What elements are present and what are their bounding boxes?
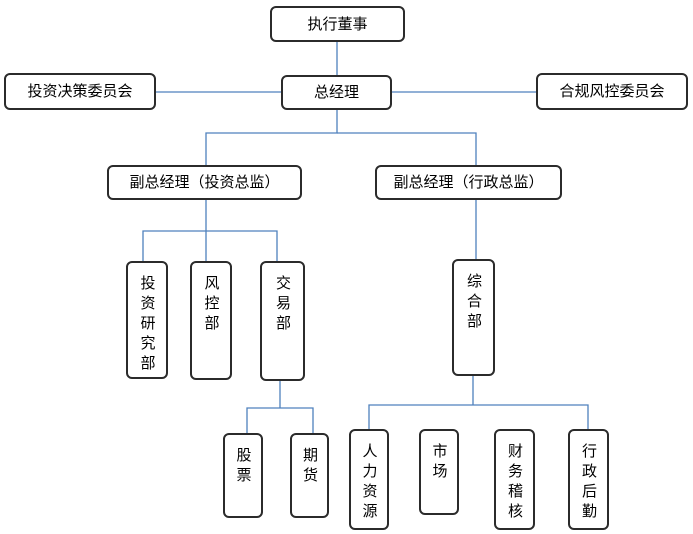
ceo-label: 总经理: [313, 83, 359, 101]
research-dept-node: 投资研究部: [126, 261, 168, 379]
logistics-team-node: 行政后勤: [568, 429, 609, 530]
general-dept-label: 综合部: [465, 273, 483, 333]
general-dept-node: 综合部: [452, 259, 495, 376]
hr-team-label: 人力资源: [360, 443, 379, 523]
futures-team-label: 期货: [301, 447, 319, 487]
research-dept-label: 投资研究部: [138, 275, 157, 375]
stocks-team-label: 股票: [234, 447, 253, 487]
market-team-label: 市场: [430, 443, 449, 483]
vp-admin-node: 副总经理（行政总监）: [375, 165, 562, 200]
finance-team-label: 财务稽核: [506, 443, 524, 523]
vp-investment-label: 副总经理（投资总监）: [129, 173, 280, 191]
risk-dept-label: 风控部: [202, 275, 221, 335]
trading-dept-node: 交易部: [260, 261, 305, 381]
futures-team-node: 期货: [290, 433, 329, 518]
board-label: 执行董事: [307, 14, 368, 33]
logistics-team-label: 行政后勤: [580, 443, 598, 523]
hr-team-node: 人力资源: [349, 429, 389, 530]
trading-dept-label: 交易部: [274, 275, 292, 335]
risk-committee-label: 合规风控委员会: [559, 82, 665, 100]
investment-committee-label: 投资决策委员会: [27, 82, 133, 100]
risk-committee-node: 合规风控委员会: [536, 73, 688, 110]
investment-committee-node: 投资决策委员会: [4, 73, 156, 110]
market-team-node: 市场: [419, 429, 459, 515]
finance-team-node: 财务稽核: [494, 429, 535, 530]
board-node: 执行董事: [270, 6, 405, 42]
vp-admin-label: 副总经理（行政总监）: [393, 173, 544, 191]
vp-investment-node: 副总经理（投资总监）: [107, 165, 302, 200]
ceo-node: 总经理: [281, 75, 392, 110]
risk-dept-node: 风控部: [190, 261, 232, 380]
stocks-team-node: 股票: [223, 433, 263, 518]
